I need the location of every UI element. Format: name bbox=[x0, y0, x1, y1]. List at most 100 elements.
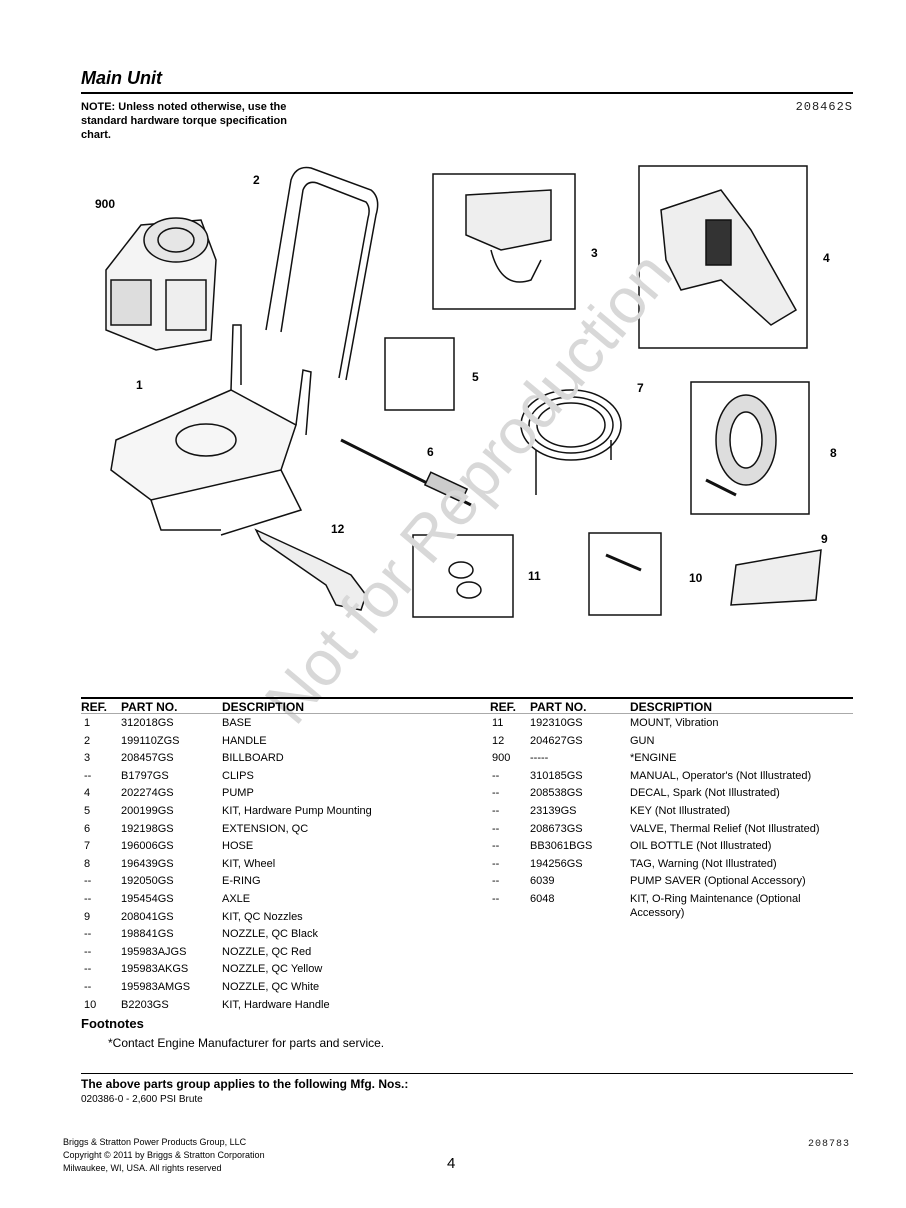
cell-part: ----- bbox=[530, 752, 549, 765]
cell-part: 202274GS bbox=[121, 787, 174, 800]
cell-desc: DECAL, Spark (Not Illustrated) bbox=[630, 787, 780, 800]
cell-ref: 7 bbox=[84, 840, 91, 853]
base-frame-illustration bbox=[110, 324, 312, 536]
cell-part: 196439GS bbox=[121, 857, 174, 870]
callout-5: 5 bbox=[472, 370, 479, 384]
cell-part: 208673GS bbox=[530, 822, 583, 835]
cell-desc: MANUAL, Operator's (Not Illustrated) bbox=[630, 769, 812, 782]
cell-part: BB3061BGS bbox=[530, 840, 593, 853]
cell-ref: -- bbox=[84, 981, 92, 993]
cell-ref: -- bbox=[492, 875, 500, 888]
copyright-line: Milwaukee, WI, USA. All rights reserved bbox=[63, 1163, 222, 1173]
cell-desc: OIL BOTTLE (Not Illustrated) bbox=[630, 840, 772, 853]
cell-desc: PUMP bbox=[222, 787, 254, 800]
cell-ref: -- bbox=[84, 893, 92, 905]
table-row: -- 6039 PUMP SAVER (Optional Accessory) bbox=[0, 874, 906, 892]
cell-desc: NOZZLE, QC White bbox=[222, 981, 320, 993]
callout-12: 12 bbox=[331, 522, 345, 536]
copyright-line: Copyright © 2011 by Briggs & Stratton Co… bbox=[63, 1150, 265, 1160]
cell-ref: -- bbox=[84, 963, 92, 976]
table-row: 900-----*ENGINE bbox=[0, 751, 906, 769]
cell-part: 196006GS bbox=[121, 840, 174, 853]
table-row: -- 208673GS VALVE, Thermal Relief (Not Ill… bbox=[0, 822, 906, 840]
engine-illustration bbox=[105, 217, 217, 351]
wheel-box bbox=[690, 381, 810, 515]
cell-desc: HANDLE bbox=[222, 734, 267, 747]
table-row: -- BB3061BGS OIL BOTTLE (Not Illustrated) bbox=[0, 839, 906, 857]
callout-11: 11 bbox=[528, 569, 541, 583]
cell-part: 192198GS bbox=[121, 822, 174, 835]
cell-desc: MOUNT, Vibration bbox=[630, 717, 719, 729]
cell-part: 208041GS bbox=[121, 910, 174, 923]
cell-desc: KIT, O-Ring Maintenance (Optional Access… bbox=[630, 893, 801, 919]
table-row: -- 195983AMGS NOZZLE, QC White bbox=[0, 980, 906, 998]
cell-part: 310185GS bbox=[530, 769, 583, 782]
col-part-left: PART NO. bbox=[121, 700, 178, 714]
copyright-line: Briggs & Stratton Power Products Group, … bbox=[63, 1137, 247, 1147]
cell-part: 6039 bbox=[530, 875, 555, 888]
torque-note: NOTE: Unless noted otherwise, use the st… bbox=[81, 101, 287, 141]
callout-9: 9 bbox=[821, 532, 828, 546]
cell-ref: -- bbox=[492, 769, 500, 782]
exploded-parts-diagram: 900 2 3 4 1 5 6 7 8 12 11 10 9 bbox=[95, 165, 837, 618]
table-row: 2 199110ZGS HANDLE bbox=[0, 734, 906, 752]
col-ref-right: REF. bbox=[490, 700, 517, 714]
cell-desc: NOZZLE, QC Yellow bbox=[222, 963, 323, 976]
gun-illustration bbox=[254, 528, 367, 611]
cell-desc: PUMP SAVER (Optional Accessory) bbox=[630, 875, 806, 888]
cell-ref: 2 bbox=[84, 734, 91, 747]
cell-part: 195983AMGS bbox=[121, 981, 191, 993]
hose-illustration bbox=[520, 389, 622, 495]
cell-ref: -- bbox=[84, 769, 92, 782]
cell-desc: VALVE, Thermal Relief (Not Illustrated) bbox=[630, 822, 820, 835]
table-row: -- B1797GS CLIPS bbox=[0, 769, 906, 787]
cell-part: 312018GS bbox=[121, 717, 174, 729]
table-row: -- 195983AKGS NOZZLE, QC Yellow bbox=[0, 962, 906, 980]
cell-ref: 9 bbox=[84, 910, 91, 923]
cell-ref: 1 bbox=[84, 717, 91, 729]
cell-desc: HOSE bbox=[222, 840, 254, 853]
copyright: Briggs & Stratton Power Products Group, … bbox=[63, 1136, 265, 1175]
table-row: -- 310185GS MANUAL, Operator's (Not Illust… bbox=[0, 769, 906, 787]
mfg-numbers: 020386-0 - 2,600 PSI Brute bbox=[81, 1094, 203, 1105]
cell-ref: -- bbox=[492, 857, 500, 870]
cell-ref: -- bbox=[84, 945, 92, 958]
cell-ref: -- bbox=[492, 840, 500, 853]
callout-2: 2 bbox=[253, 173, 260, 187]
cell-part: B1797GS bbox=[121, 769, 169, 782]
cell-part: 208457GS bbox=[121, 752, 174, 765]
cell-part: 192050GS bbox=[121, 875, 174, 888]
cell-desc: AXLE bbox=[222, 893, 251, 905]
footnotes-heading: Footnotes bbox=[81, 1016, 144, 1031]
cell-desc: KIT, Hardware Pump Mounting bbox=[222, 805, 372, 817]
mfg-rule bbox=[81, 1073, 853, 1074]
table-header-rule bbox=[81, 713, 853, 714]
col-part-right: PART NO. bbox=[530, 700, 587, 714]
col-desc-right: DESCRIPTION bbox=[630, 700, 713, 714]
cell-ref: -- bbox=[492, 787, 500, 800]
cell-part: 195983AJGS bbox=[121, 945, 187, 958]
cell-desc: KIT, Wheel bbox=[222, 857, 276, 870]
cell-ref: -- bbox=[492, 822, 500, 835]
cell-part: 195983AKGS bbox=[121, 963, 189, 976]
col-ref-left: REF. bbox=[81, 700, 108, 714]
title-rule bbox=[81, 92, 853, 94]
callout-4: 4 bbox=[823, 251, 830, 265]
callout-7: 7 bbox=[637, 381, 644, 395]
cell-ref: 12 bbox=[492, 734, 505, 747]
cell-desc: EXTENSION, QC bbox=[222, 822, 309, 835]
cell-desc: CLIPS bbox=[222, 769, 254, 782]
cell-part: 199110ZGS bbox=[121, 734, 180, 747]
cell-part: B2203GS bbox=[121, 998, 169, 1011]
